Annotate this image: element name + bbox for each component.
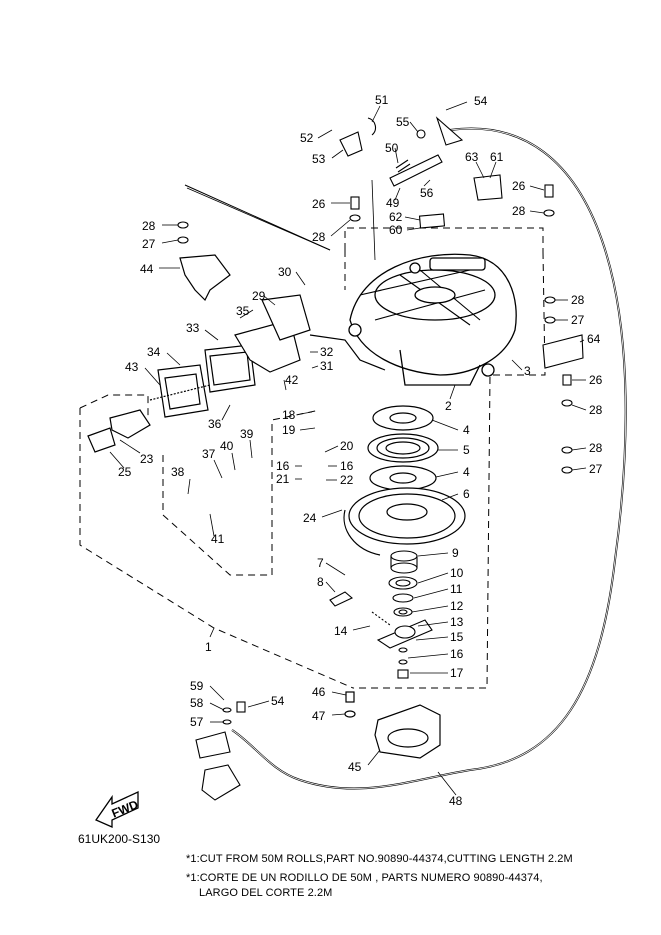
callout-59: 59 bbox=[190, 679, 204, 693]
callout-51: 51 bbox=[375, 93, 389, 107]
callout-43: 43 bbox=[125, 360, 139, 374]
callout-36: 36 bbox=[208, 417, 222, 431]
fwd-label: FWD bbox=[110, 797, 141, 820]
callout-44: 44 bbox=[140, 262, 154, 276]
callout-26: 26 bbox=[512, 179, 526, 193]
leader-lines bbox=[109, 101, 587, 796]
callout-28: 28 bbox=[589, 441, 603, 455]
callout-2: 2 bbox=[445, 399, 452, 413]
callout-4: 4 bbox=[463, 465, 470, 479]
fwd-arrow-icon: FWD bbox=[95, 790, 141, 828]
callout-labels: 51 54 52 55 53 50 63 61 26 49 56 28 26 6… bbox=[118, 93, 603, 808]
callout-57: 57 bbox=[190, 715, 204, 729]
callout-27: 27 bbox=[589, 462, 603, 476]
callout-17: 17 bbox=[450, 666, 464, 680]
callout-52: 52 bbox=[300, 131, 314, 145]
callout-37: 37 bbox=[202, 447, 216, 461]
callout-1: 1 bbox=[205, 640, 212, 654]
callout-61: 61 bbox=[490, 150, 504, 164]
callout-55: 55 bbox=[396, 115, 410, 129]
handle-assembly bbox=[87, 254, 386, 453]
callout-6: 6 bbox=[463, 487, 470, 501]
callout-28: 28 bbox=[312, 230, 326, 244]
callout-32: 32 bbox=[320, 345, 334, 359]
note-line-2: *1:CORTE DE UN RODILLO DE 50M , PARTS NU… bbox=[186, 872, 543, 884]
callout-39: 39 bbox=[240, 427, 254, 441]
callout-28: 28 bbox=[142, 219, 156, 233]
callout-25: 25 bbox=[118, 465, 132, 479]
callout-24: 24 bbox=[303, 511, 317, 525]
callout-42: 42 bbox=[285, 373, 299, 387]
callout-33: 33 bbox=[186, 321, 200, 335]
callout-14: 14 bbox=[334, 624, 348, 638]
callout-28: 28 bbox=[512, 204, 526, 218]
callout-19: 19 bbox=[282, 423, 296, 437]
callout-30: 30 bbox=[278, 265, 292, 279]
right-side-parts bbox=[177, 184, 584, 474]
callout-54: 54 bbox=[474, 94, 488, 108]
callout-26: 26 bbox=[312, 197, 326, 211]
callout-27: 27 bbox=[571, 313, 585, 327]
stopper-45 bbox=[344, 691, 441, 759]
callout-5: 5 bbox=[463, 443, 470, 457]
spring-and-drum-stack bbox=[343, 405, 466, 556]
callout-28: 28 bbox=[571, 293, 585, 307]
callout-16: 16 bbox=[276, 459, 290, 473]
callout-15: 15 bbox=[450, 630, 464, 644]
callout-47: 47 bbox=[312, 709, 326, 723]
callout-16: 16 bbox=[450, 647, 464, 661]
callout-4: 4 bbox=[463, 423, 470, 437]
callout-27: 27 bbox=[142, 237, 156, 251]
callout-54: 54 bbox=[271, 694, 285, 708]
callout-8: 8 bbox=[317, 575, 324, 589]
callout-34: 34 bbox=[147, 345, 161, 359]
callout-58: 58 bbox=[190, 696, 204, 710]
callout-45: 45 bbox=[348, 760, 362, 774]
callout-18: 18 bbox=[282, 408, 296, 422]
callout-40: 40 bbox=[220, 439, 234, 453]
callout-20: 20 bbox=[340, 439, 354, 453]
callout-12: 12 bbox=[450, 599, 464, 613]
callout-29: 29 bbox=[252, 289, 266, 303]
callout-22: 22 bbox=[340, 473, 354, 487]
callout-23: 23 bbox=[140, 452, 154, 466]
callout-13: 13 bbox=[450, 615, 464, 629]
callout-11: 11 bbox=[450, 582, 463, 596]
callout-48: 48 bbox=[449, 794, 463, 808]
lower-link-assembly bbox=[195, 701, 246, 801]
callout-60: 60 bbox=[389, 223, 403, 237]
callout-26: 26 bbox=[589, 373, 603, 387]
reference-code: 61UK200-S130 bbox=[78, 832, 161, 846]
throttle-linkage bbox=[339, 116, 503, 229]
callout-49: 49 bbox=[386, 196, 400, 210]
callout-31: 31 bbox=[320, 359, 334, 373]
callout-3: 3 bbox=[524, 364, 531, 378]
callout-9: 9 bbox=[452, 546, 459, 560]
callout-21: 21 bbox=[276, 472, 290, 486]
callout-53: 53 bbox=[312, 152, 326, 166]
callout-63: 63 bbox=[465, 150, 479, 164]
pawl-and-fasteners-stack bbox=[329, 550, 433, 679]
note-line-3: LARGO DEL CORTE 2.2M bbox=[199, 887, 333, 899]
callout-16: 16 bbox=[340, 459, 354, 473]
callout-64: 64 bbox=[587, 332, 601, 346]
callout-28: 28 bbox=[589, 403, 603, 417]
callout-46: 46 bbox=[312, 685, 326, 699]
callout-38: 38 bbox=[171, 465, 185, 479]
callout-41: 41 bbox=[211, 532, 225, 546]
note-line-1: *1:CUT FROM 50M ROLLS,PART NO.90890-4437… bbox=[186, 853, 573, 865]
callout-62: 62 bbox=[389, 210, 403, 224]
callout-7: 7 bbox=[317, 556, 324, 570]
starter-housing-2 bbox=[348, 253, 517, 386]
callout-50: 50 bbox=[385, 141, 399, 155]
callout-56: 56 bbox=[420, 186, 434, 200]
callout-10: 10 bbox=[450, 566, 464, 580]
callout-35: 35 bbox=[236, 304, 250, 318]
